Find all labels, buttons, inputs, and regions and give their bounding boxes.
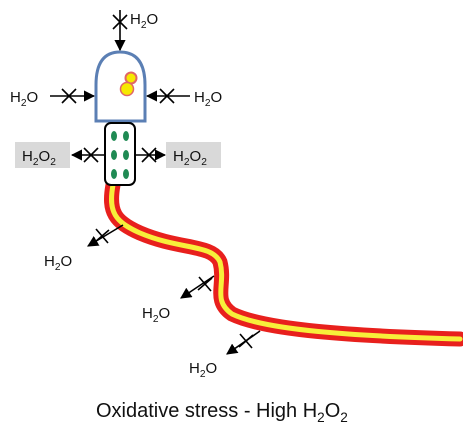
h2o-label-tail-1: H2O — [44, 253, 72, 273]
h2o2-label-left: H2O2 — [22, 148, 56, 168]
h2o2-left-box — [15, 142, 70, 168]
cross-mark-arrow-icon — [145, 88, 190, 104]
h2o-label-right: H2O — [194, 89, 222, 109]
caption: Oxidative stress - High H2O2 — [96, 400, 348, 425]
sperm-tail — [104, 177, 463, 347]
cross-mark-arrow-icon — [50, 88, 96, 104]
cross-mark-arrow-icon — [70, 147, 104, 163]
mitochondria — [111, 131, 129, 179]
h2o-label-left: H2O — [10, 89, 38, 109]
nucleus-icon — [119, 81, 135, 97]
cross-mark-arrow-icon — [136, 147, 167, 163]
h2o2-right-box — [166, 142, 221, 168]
h2o2-label-right: H2O2 — [173, 148, 207, 168]
h2o-label-top: H2O — [130, 11, 158, 31]
cross-mark-arrow-icon — [87, 224, 124, 247]
h2o-label-tail-3: H2O — [189, 360, 217, 380]
cross-mark-arrow-icon — [226, 330, 261, 355]
cross-mark-arrow-icon — [112, 10, 128, 52]
cross-mark-arrow-icon — [180, 275, 215, 299]
sperm-midpiece — [104, 122, 136, 186]
h2o-label-tail-2: H2O — [142, 305, 170, 325]
